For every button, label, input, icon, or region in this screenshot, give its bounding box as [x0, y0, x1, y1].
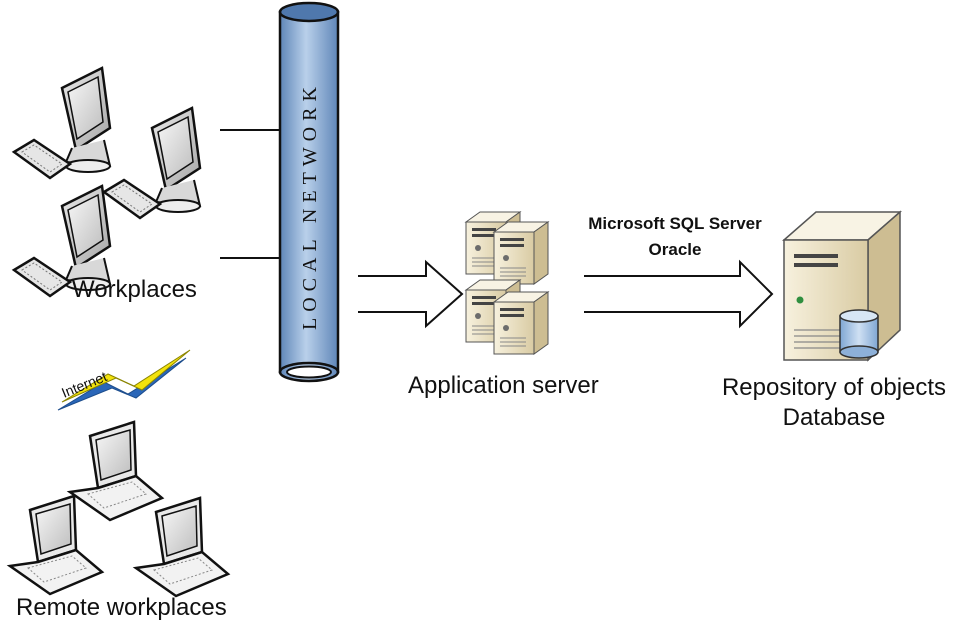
workplaces-label: Workplaces [72, 276, 197, 303]
local-network-label: LOCAL NETWORK [299, 81, 321, 330]
repository-label: Repository of objects [721, 374, 947, 401]
db-engine-label-primary: Microsoft SQL Server [588, 214, 762, 233]
server-to-database-arrow-icon [584, 259, 774, 329]
application-server-icon [465, 211, 549, 355]
internet-lightning-icon [57, 349, 191, 411]
application-server-label: Application server [408, 372, 599, 399]
laptop-icon [8, 494, 104, 596]
desktop-computer-icon [102, 106, 202, 220]
laptop-icon [68, 420, 164, 522]
local-network-pipe-icon [278, 1, 340, 383]
network-to-server-arrow-icon [358, 259, 464, 329]
database-label: Database [782, 404, 886, 431]
laptop-icon [134, 496, 230, 598]
remote-workplaces-label: Remote workplaces [16, 594, 227, 621]
db-engine-label-secondary: Oracle [648, 240, 702, 259]
desktop-computer-icon [12, 66, 112, 180]
database-server-icon [782, 210, 902, 362]
